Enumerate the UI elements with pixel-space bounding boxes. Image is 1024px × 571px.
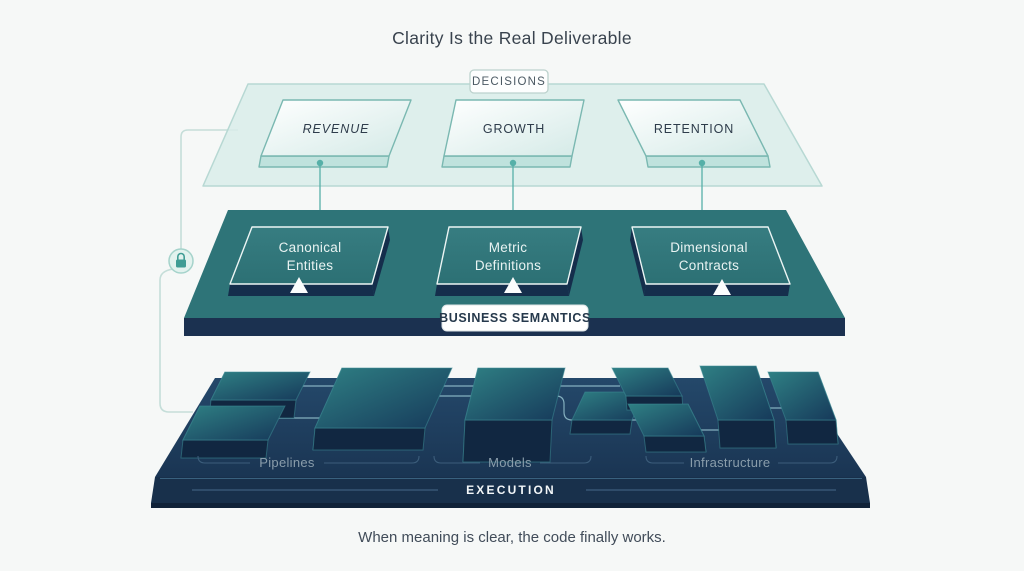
- tile-label-canonical: Canonical: [279, 240, 342, 255]
- semantics-badge: BUSINESS SEMANTICS: [439, 304, 591, 332]
- decisions-badge: DECISIONS: [469, 69, 549, 94]
- infrastructure-blocks: [611, 365, 839, 453]
- semantic-tile-dimensional-contracts: Dimensional Contracts: [630, 226, 791, 296]
- tile-label-contracts: Contracts: [679, 258, 739, 273]
- group-label-pipelines: Pipelines: [259, 455, 315, 470]
- decision-tile-growth: GROWTH: [441, 99, 585, 168]
- decision-tile-revenue: REVENUE: [258, 99, 412, 168]
- tile-label-growth: GROWTH: [483, 122, 545, 136]
- caption: When meaning is clear, the code finally …: [358, 529, 666, 546]
- group-label-infrastructure: Infrastructure: [690, 455, 771, 470]
- tile-label-retention: RETENTION: [654, 122, 734, 136]
- governance-connector: [159, 129, 238, 413]
- page-title: Clarity Is the Real Deliverable: [392, 28, 632, 48]
- decisions-layer: REVENUE GROWTH RETENTION DECISIONS: [202, 69, 823, 187]
- group-brackets: [197, 455, 838, 464]
- semantic-tile-canonical-entities: Canonical Entities: [228, 226, 390, 296]
- execution-band: EXECUTION: [151, 477, 870, 508]
- semantic-tile-metric-definitions: Metric Definitions: [435, 226, 583, 296]
- execution-layer: Pipelines Models Infrastructure EXECUTIO…: [151, 365, 870, 508]
- pipelines-blocks: [180, 367, 453, 459]
- tile-label-dimensional: Dimensional: [670, 240, 748, 255]
- tile-label-metric: Metric: [489, 240, 528, 255]
- tile-label-entities: Entities: [287, 258, 334, 273]
- group-label-models: Models: [488, 455, 532, 470]
- decision-tile-retention: RETENTION: [617, 99, 771, 168]
- decisions-badge-label: DECISIONS: [472, 76, 546, 88]
- semantics-badge-label: BUSINESS SEMANTICS: [439, 311, 591, 325]
- execution-band-label: EXECUTION: [466, 483, 556, 497]
- tile-label-revenue: REVENUE: [303, 122, 370, 136]
- lock-icon: [168, 248, 194, 274]
- tile-label-definitions: Definitions: [475, 258, 541, 273]
